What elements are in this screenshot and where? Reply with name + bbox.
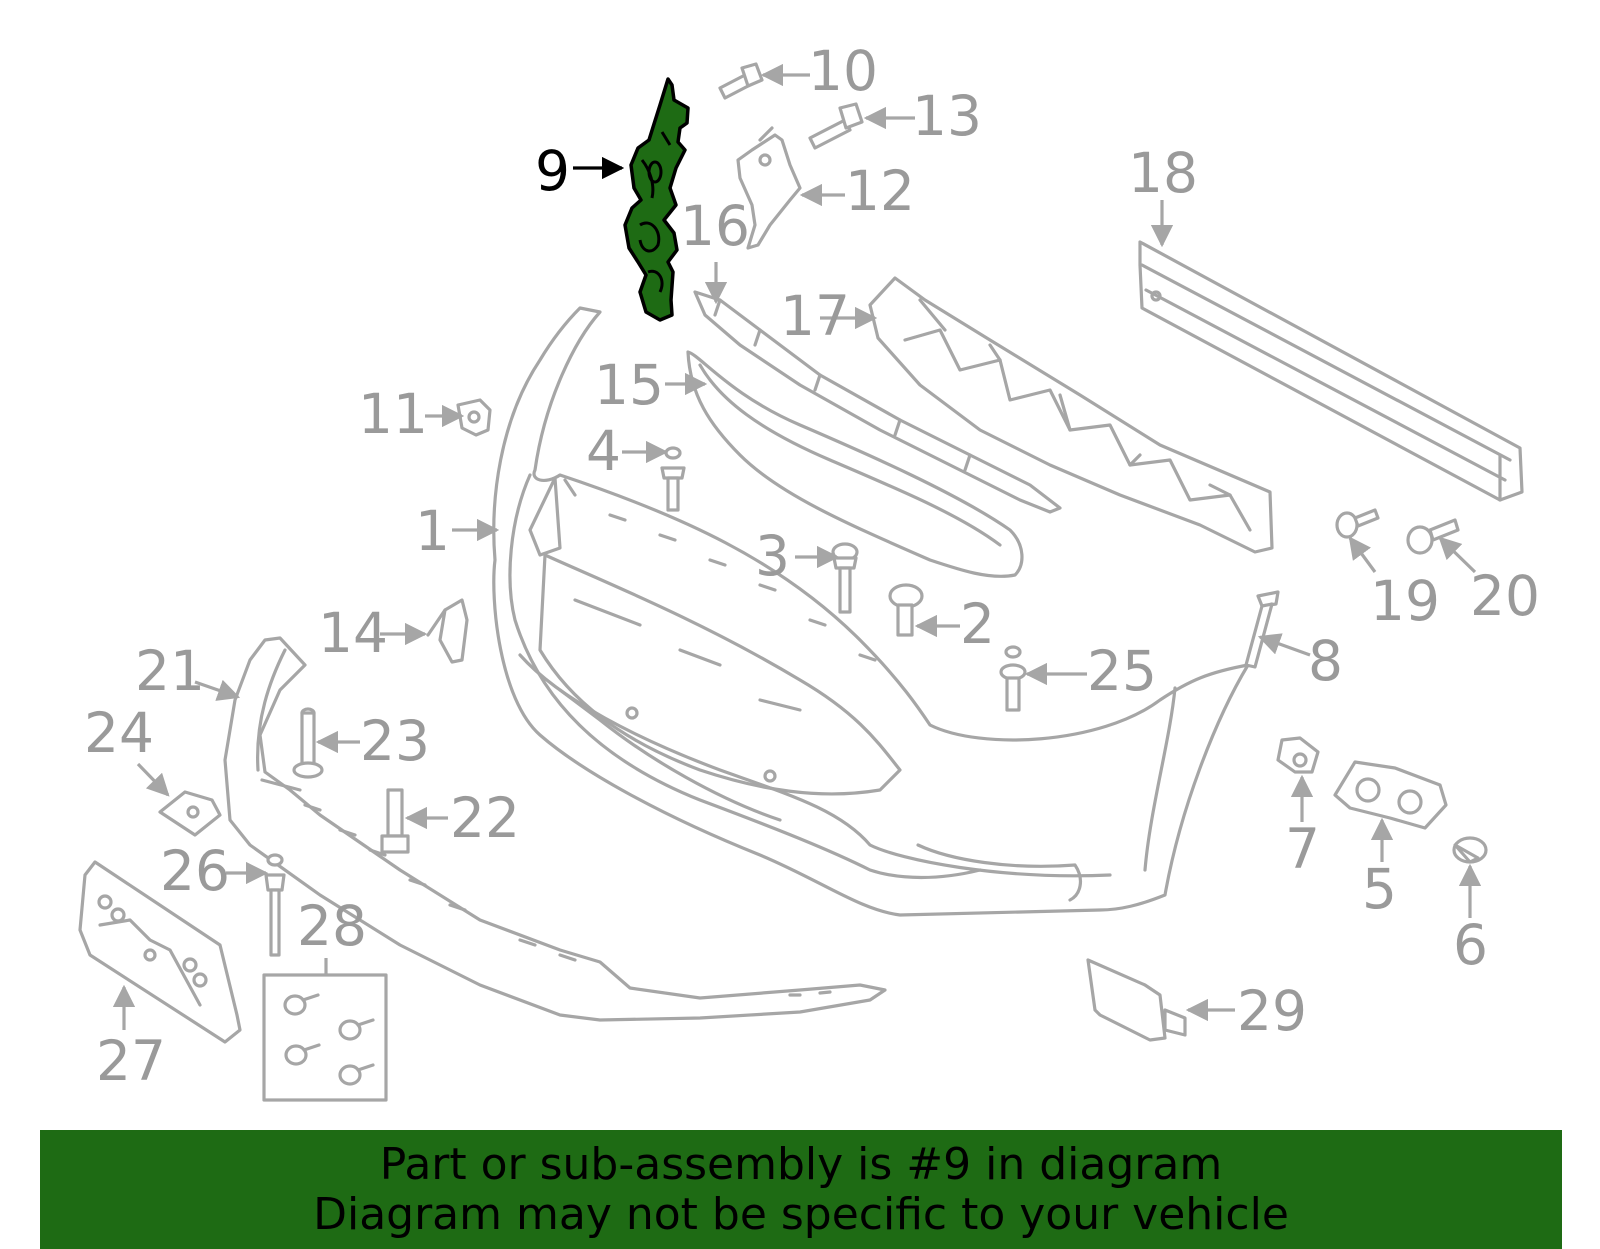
callout-21: 21	[135, 639, 205, 703]
part-19-bolt[interactable]	[1335, 508, 1380, 539]
part-14-cap[interactable]	[426, 598, 469, 664]
callout-11: 11	[358, 382, 428, 446]
part-23-stud[interactable]	[292, 707, 324, 779]
callout-23: 23	[360, 709, 430, 773]
leader-lines	[112, 63, 1482, 1030]
callout-27: 27	[96, 1029, 166, 1093]
callout-20: 20	[1470, 564, 1540, 628]
leader-20	[1438, 536, 1477, 574]
part-8-bolt[interactable]	[1244, 590, 1280, 669]
part-21-lower-lip[interactable]	[223, 636, 887, 1022]
callout-29: 29	[1237, 979, 1307, 1043]
part-7-clip[interactable]	[1276, 736, 1320, 774]
callout-25: 25	[1087, 639, 1157, 703]
callout-12: 12	[845, 159, 915, 223]
parts-diagram: 10 13 12 16 18 17 15 11 4 1 3 2 25 8 19 …	[78, 39, 1540, 1102]
callout-16: 16	[680, 194, 750, 258]
callout-2: 2	[960, 592, 995, 656]
part-18-bumper-reinforcement[interactable]	[1138, 240, 1524, 502]
part-13-bolt[interactable]	[808, 102, 864, 150]
callout-7: 7	[1285, 817, 1320, 881]
part-2-pin[interactable]	[888, 583, 924, 637]
info-banner: Part or sub-assembly is #9 in diagram Di…	[40, 1130, 1562, 1249]
part-12-bracket[interactable]	[736, 126, 802, 250]
callout-28: 28	[297, 894, 367, 958]
part-22-bolt[interactable]	[380, 788, 410, 854]
leader-21	[194, 679, 241, 701]
part-11-clip[interactable]	[456, 398, 492, 437]
part-9-bracket-highlighted[interactable]	[623, 77, 690, 322]
callout-labels: 10 13 12 16 18 17 15 11 4 1 3 2 25 8 19 …	[84, 39, 1540, 1093]
callout-1: 1	[415, 499, 450, 563]
callout-6: 6	[1453, 913, 1488, 977]
callout-9-highlighted: 9	[535, 139, 570, 203]
callout-10: 10	[808, 39, 878, 103]
part-10-bolt[interactable]	[718, 62, 764, 100]
callout-15: 15	[594, 353, 664, 417]
callout-18: 18	[1128, 141, 1198, 205]
part-5-bracket[interactable]	[1333, 760, 1448, 830]
callout-26: 26	[160, 839, 230, 903]
part-24-nut[interactable]	[158, 790, 222, 837]
part-16-upper-strip[interactable]	[693, 290, 1062, 514]
banner-line-2: Diagram may not be specific to your vehi…	[313, 1188, 1289, 1240]
part-17-energy-absorber[interactable]	[868, 276, 1274, 554]
part-6-pin[interactable]	[1452, 836, 1488, 864]
callout-4: 4	[586, 419, 621, 483]
part-15-grille-bar[interactable]	[686, 350, 1024, 578]
part-1-bumper-cover[interactable]	[492, 306, 1250, 917]
callout-3: 3	[755, 524, 790, 588]
leader-19	[1348, 536, 1377, 573]
part-29-module[interactable]	[1086, 958, 1187, 1042]
part-3-screw[interactable]	[831, 542, 859, 614]
part-4-pin[interactable]	[660, 446, 686, 512]
part-25-pin[interactable]	[999, 645, 1027, 712]
part-27-license-bracket[interactable]	[78, 860, 242, 1044]
leader-8	[1257, 633, 1311, 657]
leader-24	[136, 762, 170, 797]
callout-22: 22	[450, 786, 520, 850]
part-20-bolt[interactable]	[1406, 518, 1460, 555]
callout-19: 19	[1370, 569, 1440, 633]
callout-17: 17	[780, 284, 850, 348]
part-28-bolt-kit[interactable]	[262, 973, 388, 1102]
callout-13: 13	[912, 84, 982, 148]
callout-5: 5	[1362, 857, 1397, 921]
callout-24: 24	[84, 701, 154, 765]
callout-14: 14	[318, 601, 388, 665]
part-26-stud[interactable]	[264, 853, 286, 957]
callout-8: 8	[1308, 629, 1343, 693]
banner-line-1: Part or sub-assembly is #9 in diagram	[379, 1138, 1223, 1190]
